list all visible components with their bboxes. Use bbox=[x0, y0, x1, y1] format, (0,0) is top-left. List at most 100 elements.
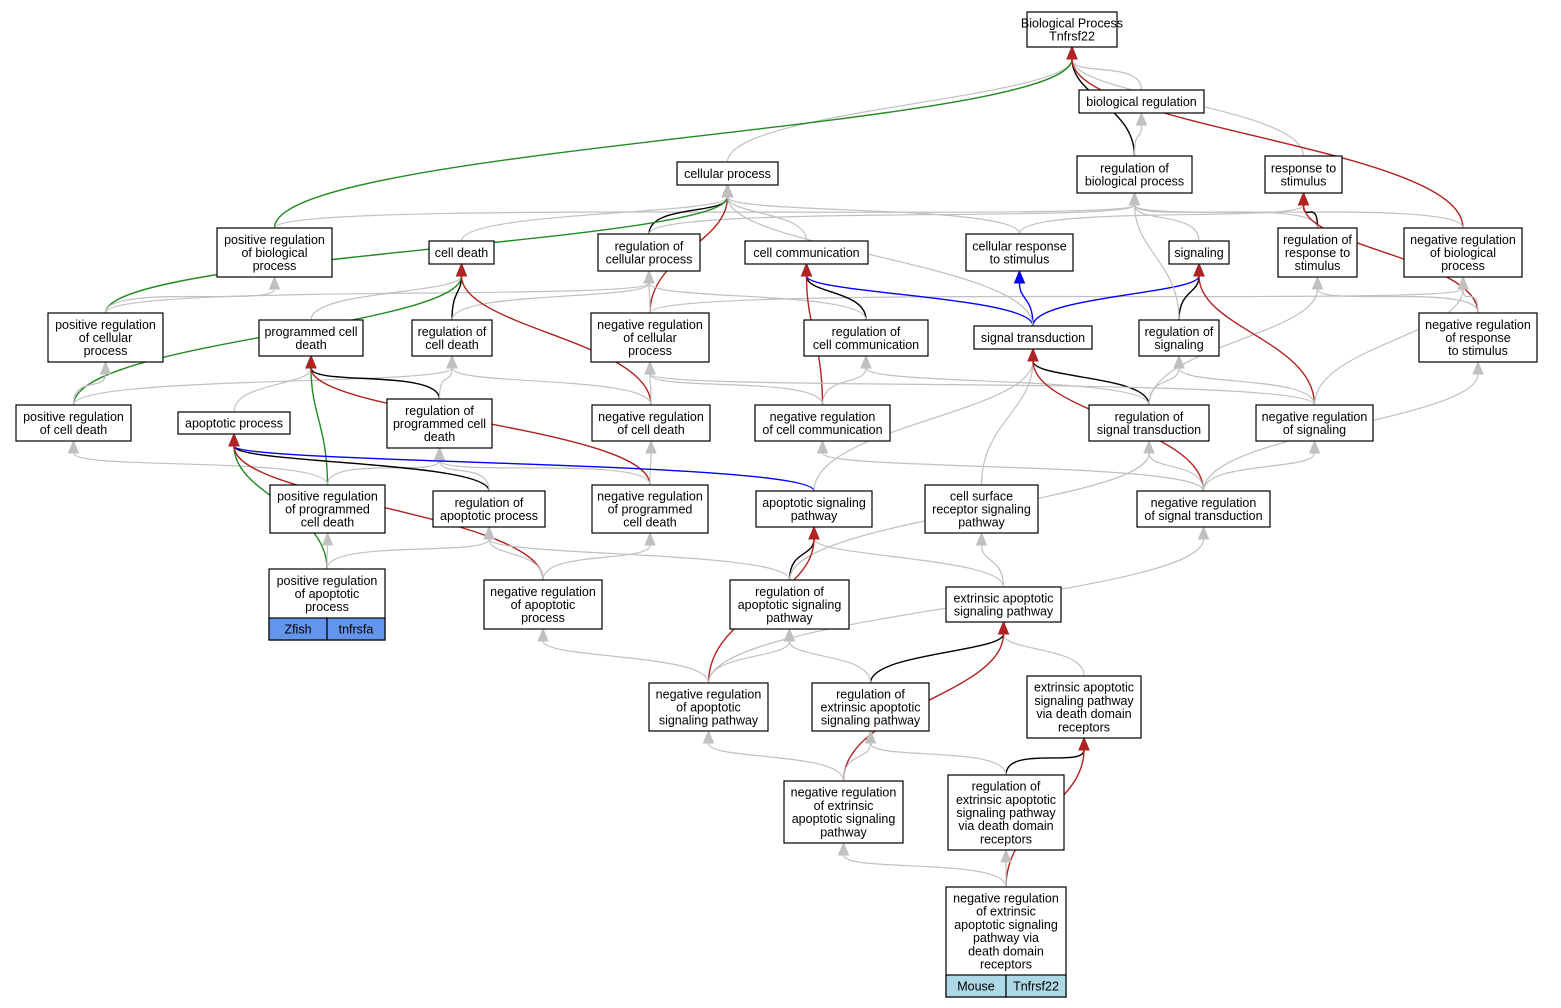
edge-pospcd-pcd bbox=[310, 367, 329, 486]
term-label-line: negative regulation bbox=[1410, 233, 1516, 247]
term-label-line: cellular process bbox=[684, 167, 771, 181]
edge-pospcd-regpcd bbox=[326, 459, 441, 486]
edge-negcd-regcd-arrowhead bbox=[446, 354, 458, 369]
edge-regcomm-regcell-arrowhead bbox=[643, 269, 655, 284]
edge-cellresp-resp bbox=[1018, 204, 1305, 235]
term-label-line: stimulus bbox=[1281, 175, 1327, 189]
edge-negcell-regcell bbox=[648, 282, 651, 314]
term-box bbox=[1026, 675, 1142, 739]
term-node-cellproc[interactable]: cellular process bbox=[676, 161, 779, 186]
edge-negsig-regsig bbox=[1178, 367, 1316, 406]
edge-negasp-regasp bbox=[707, 640, 791, 684]
term-box bbox=[483, 579, 603, 630]
term-box bbox=[648, 682, 769, 732]
edge-negext-regext bbox=[842, 742, 872, 782]
term-label-line: cell death bbox=[301, 516, 355, 530]
term-label-line: cellular response bbox=[972, 239, 1067, 253]
term-box bbox=[177, 411, 291, 435]
edge-regapop-regpcd bbox=[438, 459, 490, 492]
term-label-line: extrinsic apoptotic bbox=[956, 793, 1056, 807]
term-node-bioreg[interactable]: biological regulation bbox=[1078, 89, 1205, 114]
edge-negpcd-negcd bbox=[649, 452, 652, 486]
edge-signaling-regbio bbox=[1133, 204, 1200, 242]
edge-poscell-posbio-arrowhead bbox=[268, 275, 281, 290]
edge-negpcd-regpcd bbox=[438, 459, 651, 486]
term-box bbox=[1168, 240, 1230, 265]
edge-regext-extapop bbox=[869, 633, 1005, 684]
term-node-apop[interactable]: apoptotic process bbox=[177, 411, 291, 435]
term-label-line: regulation of bbox=[405, 404, 474, 418]
edge-negsig-negcell bbox=[649, 373, 1316, 406]
edge-sigtrans-cellproc-arrowhead bbox=[721, 183, 734, 198]
term-node-sigtrans[interactable]: signal transduction bbox=[973, 325, 1093, 350]
edge-regapop-apop bbox=[233, 445, 490, 492]
edge-pospcd-poscd bbox=[72, 452, 329, 486]
edge-sigtrans-cellresp-arrowhead bbox=[1013, 269, 1026, 284]
term-box bbox=[1403, 227, 1523, 278]
edge-regst-regcomm bbox=[865, 367, 1150, 406]
term-label-line: regulation of bbox=[755, 585, 824, 599]
edge-regext-regasp bbox=[788, 640, 872, 684]
term-label-line: cell communication bbox=[753, 246, 859, 260]
edge-sigtrans-cellcomm bbox=[805, 275, 1034, 327]
term-label-line: cell death bbox=[425, 338, 479, 352]
term-node-signaling[interactable]: signaling bbox=[1168, 240, 1230, 265]
edge-negsig-negbio bbox=[1313, 288, 1464, 406]
edge-poscell-posbio bbox=[104, 288, 276, 314]
edge-posapop-regapop bbox=[326, 538, 490, 570]
term-label-line: death bbox=[295, 338, 326, 352]
term-label-line: of apoptotic bbox=[511, 598, 576, 612]
term-label-line: signaling bbox=[1154, 338, 1203, 352]
term-node-cellcomm[interactable]: cell communication bbox=[744, 240, 869, 265]
edge-regcomm-regcell bbox=[648, 282, 867, 321]
gene-label: tnfrsfa bbox=[339, 623, 374, 637]
term-label-line: negative regulation bbox=[598, 410, 704, 424]
term-box bbox=[744, 240, 869, 265]
term-node-celldeath[interactable]: cell death bbox=[428, 240, 495, 265]
edge-apopsig-apop bbox=[233, 445, 815, 492]
edge-negsig-regsig-arrowhead bbox=[1173, 354, 1185, 369]
term-label-line: signaling pathway bbox=[659, 714, 759, 728]
term-label-line: response to bbox=[1285, 246, 1350, 260]
term-label-line: signaling bbox=[1174, 246, 1223, 260]
term-label-line: negative regulation bbox=[953, 892, 1059, 906]
